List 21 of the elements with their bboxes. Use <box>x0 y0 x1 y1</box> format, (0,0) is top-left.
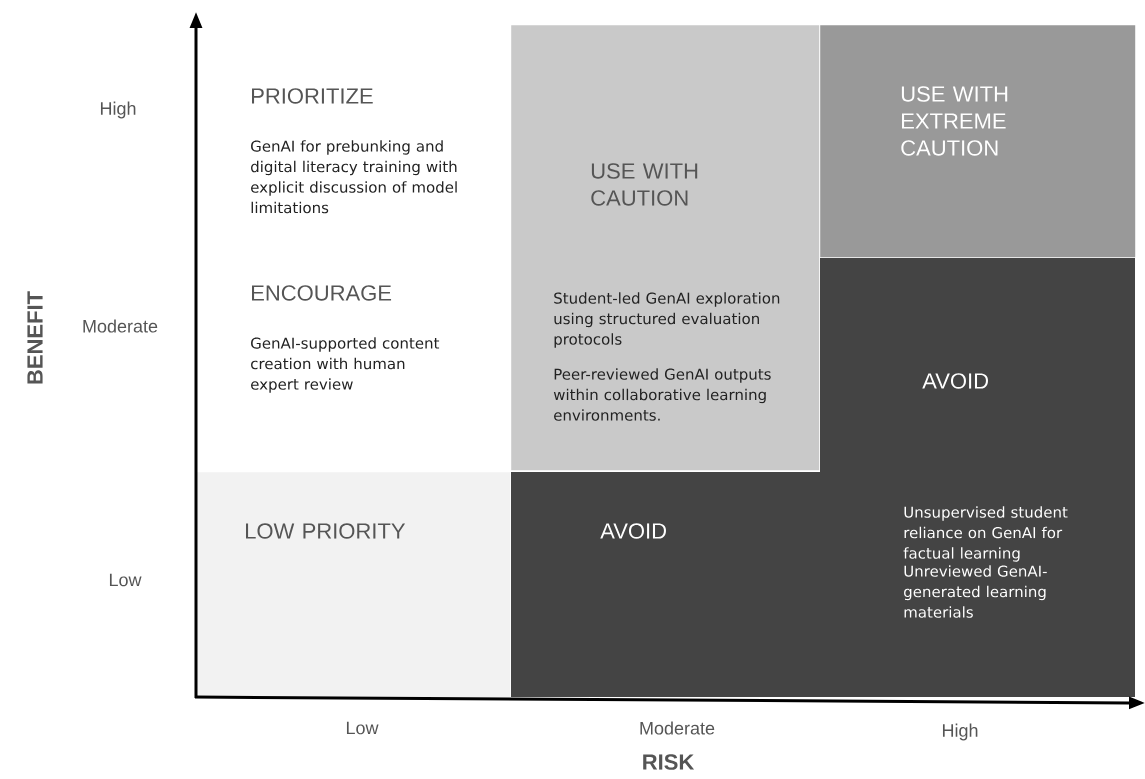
quadrant-heading: USE WITH CAUTION <box>591 163 698 206</box>
description-text: GenAI-supported content creation with human expert review <box>251 337 440 393</box>
tick-label: Low <box>109 573 142 587</box>
quadrant-heading: LOW PRIORITY <box>246 523 406 539</box>
quadrant-heading: AVOID <box>600 523 666 539</box>
description-text: Student-led GenAI exploration using structured evaluation protocols <box>554 292 780 348</box>
tick-label: Low <box>346 721 379 735</box>
description-text: GenAI for prebunking and digital literacy training with explicit discussion of model limitations <box>251 140 457 214</box>
axis-title: BENEFIT <box>27 291 43 384</box>
tick-label: High <box>943 723 978 741</box>
tick-label: Moderate <box>640 721 715 735</box>
quadrant-heading: AVOID <box>922 373 988 389</box>
axis-title: RISK <box>643 754 695 770</box>
description-text: Peer-reviewed GenAI outputs within collaborative learning environments. <box>553 368 771 421</box>
tick-label: High <box>100 101 136 119</box>
quadrant-heading: USE WITH EXTREME CAUTION <box>901 86 1008 156</box>
quadrant-heading: ENCOURAGE <box>252 285 392 301</box>
description-text: Unsupervised student reliance on GenAI for factual learning <box>903 506 1068 562</box>
description-text: Unreviewed GenAI-generated learning materials <box>904 565 1047 618</box>
tick-label: Moderate <box>83 319 158 333</box>
quadrant-heading: PRIORITIZE <box>252 88 373 104</box>
